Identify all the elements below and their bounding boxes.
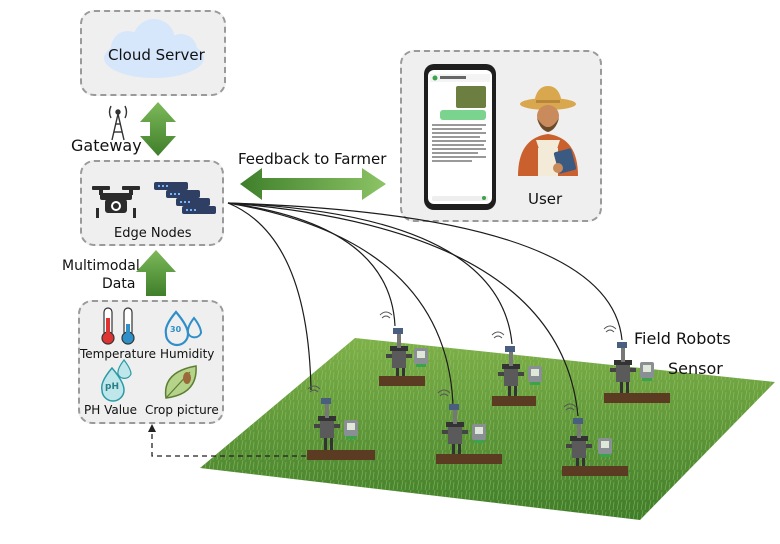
dashed-connector xyxy=(148,424,306,457)
ph-value-label: PH Value xyxy=(84,403,138,417)
field-robot-6 xyxy=(562,418,628,476)
field-robot-3 xyxy=(604,342,670,403)
cloud-edge-double-arrow xyxy=(140,102,176,156)
grass-field xyxy=(200,338,775,520)
field-robot-2 xyxy=(492,346,536,406)
data-label: Data xyxy=(102,276,136,292)
wifi-icon xyxy=(307,311,617,411)
crop-picture-label: Crop picture xyxy=(145,403,219,417)
humidity-label: Humidity xyxy=(160,347,215,361)
sensor-1 xyxy=(414,348,428,367)
thermometer-icon xyxy=(101,307,135,345)
multimodal-up-arrow xyxy=(136,250,176,296)
feedback-label: Feedback to Farmer xyxy=(238,150,387,168)
sensor-label: Sensor xyxy=(668,359,723,378)
gateway-label: Gateway xyxy=(71,136,142,155)
multimodal-label: Multimodal xyxy=(62,258,140,274)
sensor-2 xyxy=(528,366,542,385)
field-robot-5 xyxy=(436,404,502,464)
ph-icon xyxy=(100,359,132,402)
field-robot-1 xyxy=(379,328,425,386)
cloud-icon xyxy=(104,19,204,78)
data-sources-panel xyxy=(78,300,224,424)
smartphone-icon xyxy=(424,64,496,210)
humidity-icon xyxy=(164,310,203,347)
feedback-double-arrow xyxy=(240,168,386,200)
wireless-links xyxy=(227,202,623,417)
antenna-icon xyxy=(108,105,128,141)
sensor-4 xyxy=(344,420,358,439)
ph-icon-text: pH xyxy=(105,382,119,392)
user-label: User xyxy=(528,190,563,208)
leaf-icon xyxy=(164,365,197,399)
drone-icon xyxy=(92,186,140,218)
sensor-5 xyxy=(472,424,486,443)
temperature-label: Temperature xyxy=(80,347,157,361)
farmer-icon xyxy=(518,86,578,176)
field-robots-label: Field Robots xyxy=(634,329,731,348)
edge-server-icon xyxy=(154,182,216,214)
edge-nodes-label: Edge Nodes xyxy=(114,226,192,241)
humidity-icon-value: 30 xyxy=(170,325,182,334)
sensor-6 xyxy=(598,438,612,457)
field-robot-4 xyxy=(307,398,375,460)
sensor-3 xyxy=(640,362,654,381)
cloud-server-label: Cloud Server xyxy=(108,46,205,64)
